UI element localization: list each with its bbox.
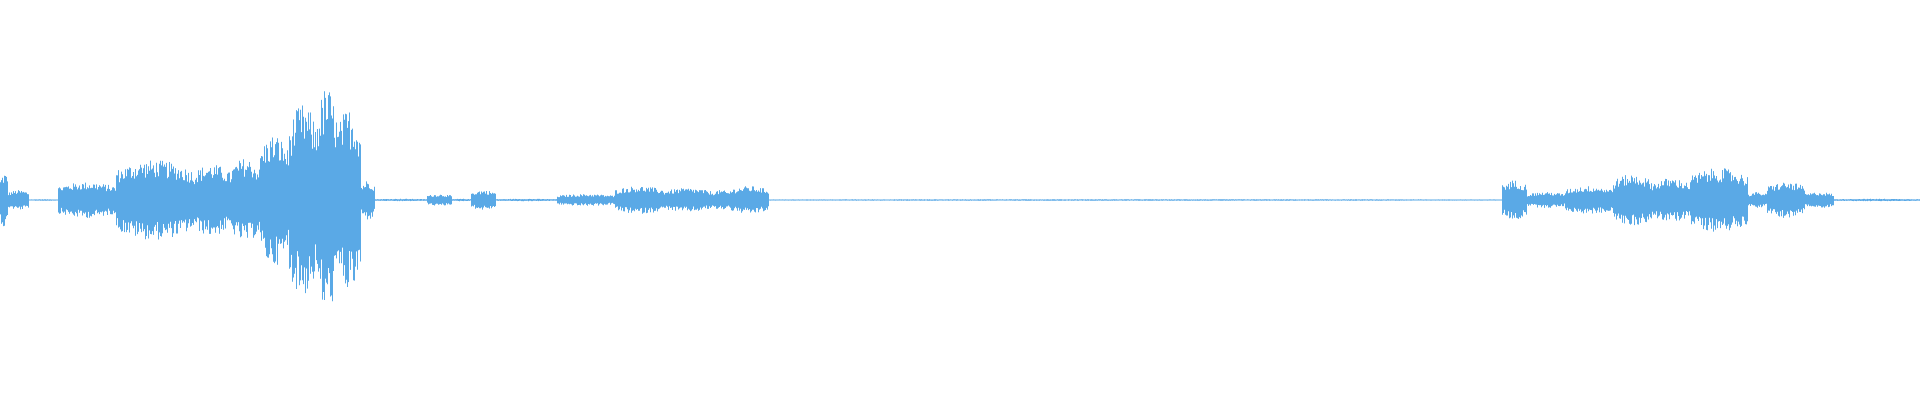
waveform-path — [0, 91, 1920, 302]
